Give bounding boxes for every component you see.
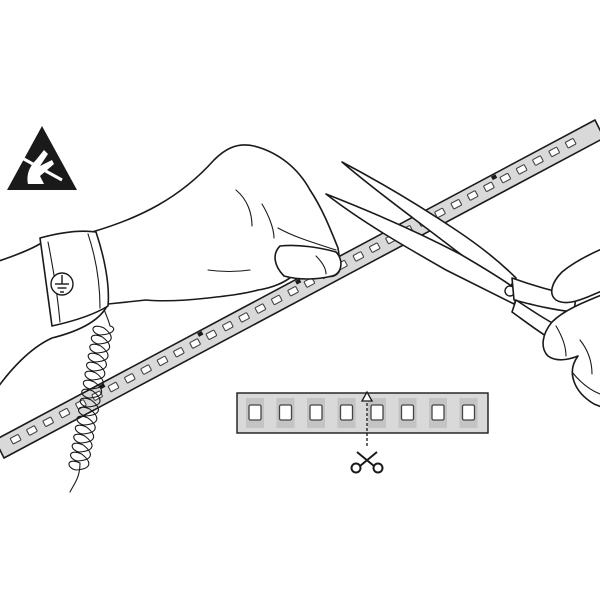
strip-led xyxy=(352,251,365,262)
strip-led xyxy=(42,416,54,427)
strip-led xyxy=(140,364,152,375)
left-hand xyxy=(0,144,342,386)
detail-led xyxy=(339,404,354,421)
detail-led xyxy=(370,404,384,421)
strip-led xyxy=(483,181,495,192)
strip-led xyxy=(254,303,267,314)
strip-led xyxy=(107,381,120,393)
strip-led xyxy=(434,207,446,219)
strip-led xyxy=(156,355,169,367)
strip-cut-pad xyxy=(490,174,498,181)
thumb xyxy=(274,244,342,280)
strip-led xyxy=(238,312,250,323)
strip-led xyxy=(287,286,299,297)
strip-led xyxy=(466,190,479,201)
cut-detail xyxy=(236,390,489,448)
strip-led xyxy=(205,329,218,340)
strip-led xyxy=(173,347,185,358)
right-hand xyxy=(542,248,600,408)
strip-led-row xyxy=(9,138,577,445)
strip-led xyxy=(124,373,136,384)
strip-cut-pad xyxy=(295,278,302,285)
detail-led xyxy=(400,404,415,421)
detail-led xyxy=(278,404,293,421)
ground-symbol-icon xyxy=(50,272,74,296)
strip-led xyxy=(9,434,22,445)
strip-led xyxy=(369,242,381,253)
detail-led xyxy=(248,404,262,421)
detail-led xyxy=(309,404,323,421)
strip-led xyxy=(450,199,462,210)
detail-led xyxy=(431,404,445,421)
scissors-icon xyxy=(350,451,384,474)
strip-led xyxy=(548,146,560,158)
coiled-ground-cord xyxy=(68,299,115,493)
strip-led xyxy=(564,138,577,149)
cutting-scissors xyxy=(325,161,577,347)
strip-led xyxy=(58,407,71,419)
detail-led-row xyxy=(246,398,478,428)
strip-led xyxy=(189,338,201,349)
strip-led xyxy=(271,294,283,306)
strip-led xyxy=(222,320,234,332)
strip-led xyxy=(499,172,511,184)
cut-mark-triangle xyxy=(360,390,374,402)
strip-led xyxy=(515,164,528,175)
detail-led xyxy=(461,404,476,421)
strip-led xyxy=(532,155,544,166)
esd-warning-icon xyxy=(7,126,77,190)
wristband xyxy=(39,230,110,327)
strip-led xyxy=(26,425,38,436)
strip-cut-pad xyxy=(197,330,204,337)
